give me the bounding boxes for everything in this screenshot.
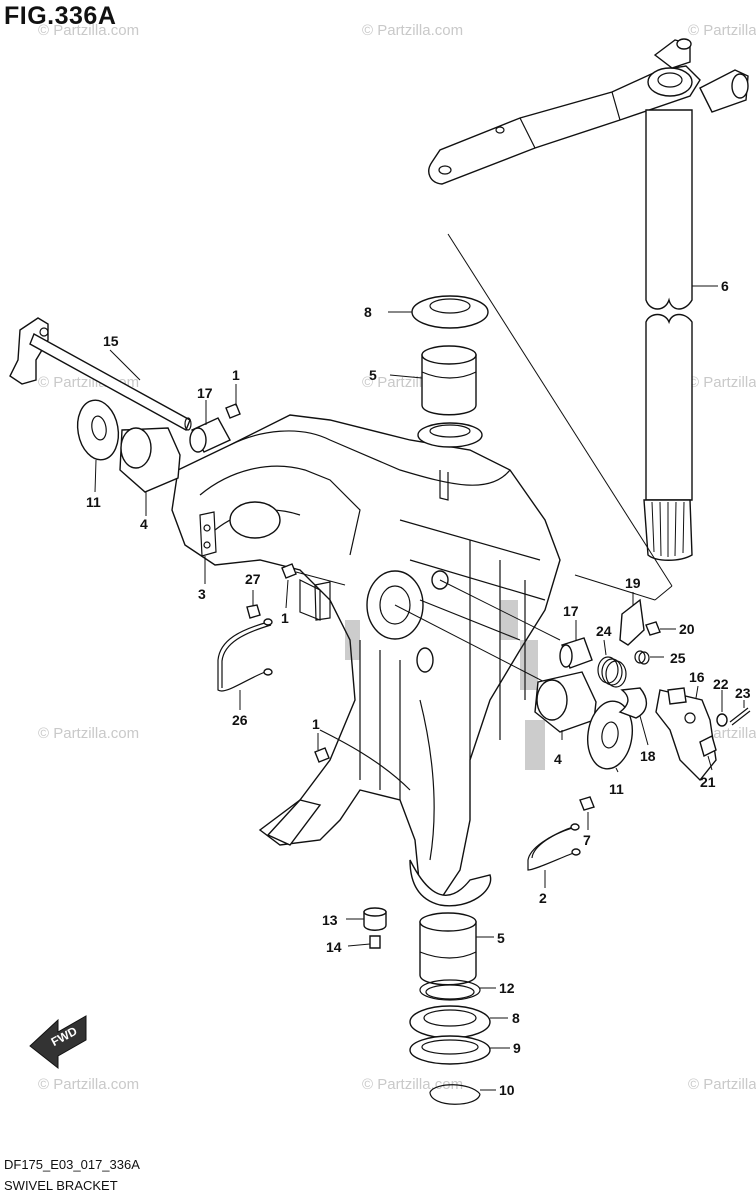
callout-5: 5 xyxy=(369,367,377,383)
callout-1: 1 xyxy=(232,367,240,383)
callout-2: 2 xyxy=(539,890,547,906)
callout-26: 26 xyxy=(232,712,248,728)
watermark: © Partzilla.com xyxy=(362,1076,464,1093)
tilt-shaft xyxy=(9,317,192,431)
fwd-arrow-icon: FWD xyxy=(29,1015,87,1070)
callout-10: 10 xyxy=(499,1082,515,1098)
callout-17: 17 xyxy=(197,385,213,401)
callout-8: 8 xyxy=(512,1010,520,1026)
callout-24: 24 xyxy=(596,623,612,639)
callout-6: 6 xyxy=(721,278,729,294)
diagram-name: SWIVEL BRACKET xyxy=(4,1178,118,1193)
callout-20: 20 xyxy=(679,621,695,637)
watermark: © Partzilla.com xyxy=(688,1076,756,1093)
callout-17: 17 xyxy=(563,603,579,619)
watermark: © Partzilla.com xyxy=(38,22,140,39)
watermark: © Partzilla.com xyxy=(362,22,464,39)
callout-14: 14 xyxy=(326,939,342,955)
callout-1: 1 xyxy=(281,610,289,626)
watermark: © Partzilla.com xyxy=(688,22,756,39)
callout-27: 27 xyxy=(245,571,261,587)
swivel-bracket-body xyxy=(171,414,561,907)
callout-7: 7 xyxy=(583,832,591,848)
callout-21: 21 xyxy=(700,774,716,790)
callout-23: 23 xyxy=(735,685,751,701)
callout-11: 11 xyxy=(86,494,101,510)
callout-5: 5 xyxy=(497,930,505,946)
callout-9: 9 xyxy=(513,1040,521,1056)
callout-12: 12 xyxy=(499,980,515,996)
callout-1: 1 xyxy=(312,716,320,732)
callout-16: 16 xyxy=(689,669,705,685)
callout-13: 13 xyxy=(322,912,338,928)
callout-18: 18 xyxy=(640,748,656,764)
callout-11: 11 xyxy=(609,781,624,797)
steering-arm xyxy=(428,38,749,185)
figure-title: FIG.336A xyxy=(4,2,117,30)
callout-22: 22 xyxy=(713,676,729,692)
callout-15: 15 xyxy=(103,333,119,349)
watermark: © Partzilla.com xyxy=(38,725,140,742)
steering-shaft xyxy=(643,109,693,561)
watermark: © Partzilla.com xyxy=(38,1076,140,1093)
callout-4: 4 xyxy=(554,751,562,767)
diagram-code: DF175_E03_017_336A xyxy=(4,1157,140,1172)
callout-25: 25 xyxy=(670,650,686,666)
callout-8: 8 xyxy=(364,304,372,320)
callout-4: 4 xyxy=(140,516,148,532)
watermark: © Partzilla.com xyxy=(688,374,756,391)
callout-19: 19 xyxy=(625,575,641,591)
callout-3: 3 xyxy=(198,586,206,602)
